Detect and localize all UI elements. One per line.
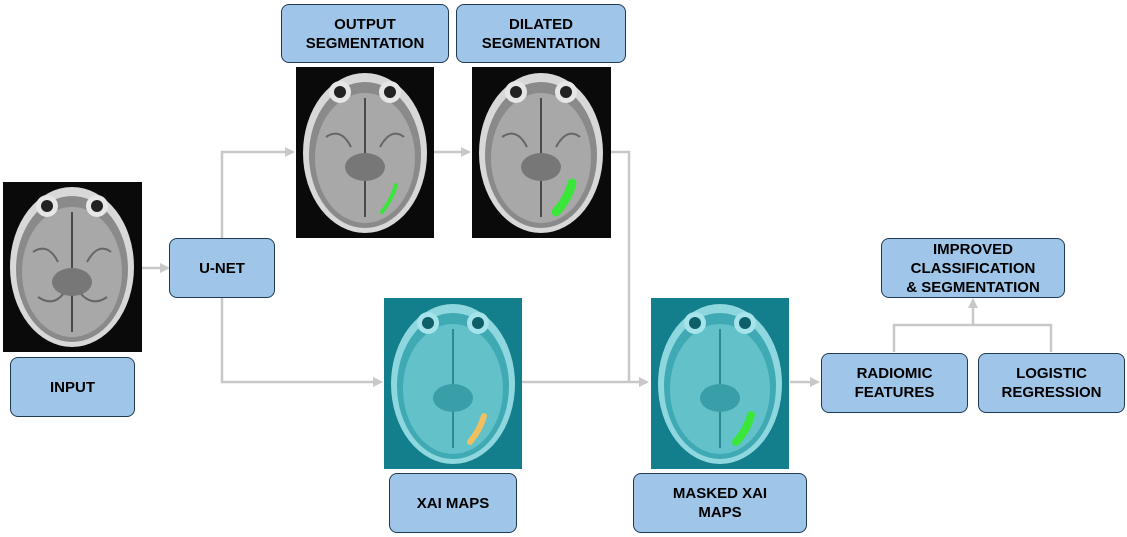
dilated-segmentation-node: DILATED SEGMENTATION bbox=[456, 4, 626, 63]
arrow-features-to-improved bbox=[892, 300, 1053, 352]
xai-maps-node: XAI MAPS bbox=[389, 473, 517, 533]
improved-classification-node: IMPROVED CLASSIFICATION & SEGMENTATION bbox=[881, 238, 1065, 298]
arrow-dilated-to-masked bbox=[611, 150, 631, 382]
masked-xai-maps-node: MASKED XAI MAPS bbox=[633, 473, 807, 533]
radiomic-features-node: RADIOMIC FEATURES bbox=[821, 353, 968, 413]
input-node: INPUT bbox=[10, 357, 135, 417]
output-segmentation-image bbox=[296, 67, 434, 238]
dilated-segmentation-image bbox=[472, 67, 611, 238]
input-mri-image bbox=[3, 182, 142, 352]
logistic-regression-node: LOGISTIC REGRESSION bbox=[978, 353, 1125, 413]
xai-map-image bbox=[384, 298, 522, 469]
arrow-unet-to-xai bbox=[220, 298, 383, 387]
masked-xai-map-image bbox=[651, 298, 789, 469]
arrow-unet-to-output bbox=[220, 147, 295, 238]
output-segmentation-node: OUTPUT SEGMENTATION bbox=[281, 4, 449, 63]
unet-node: U-NET bbox=[169, 238, 275, 298]
